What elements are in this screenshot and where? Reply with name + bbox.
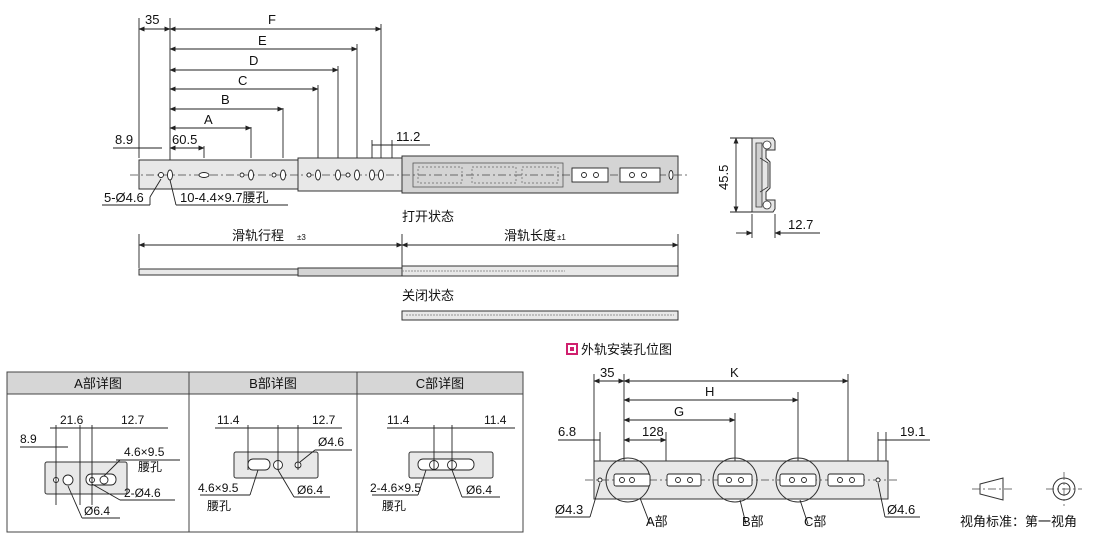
mount-hole <box>271 172 277 178</box>
detail-b-12-7: 12.7 <box>312 413 336 427</box>
outer-rail-cutouts <box>417 166 674 184</box>
title-marker-icon <box>566 343 578 355</box>
mount-slot <box>354 169 360 181</box>
detail-c: 11.4 11.4 2-4.6×9.5 腰孔 Ø6.4 <box>370 413 515 513</box>
detail-b: 11.4 12.7 Ø4.6 4.6×9.5 腰孔 Ø6.4 <box>198 413 352 513</box>
mount-slot <box>369 169 375 181</box>
mount-slot <box>280 169 286 181</box>
detail-a-hole64: Ø6.4 <box>84 504 110 518</box>
mount-slot <box>198 172 210 178</box>
detail-a-8-9: 8.9 <box>20 432 37 446</box>
detail-c-11-4-right: 11.4 <box>484 413 507 427</box>
mount-slot <box>335 169 341 181</box>
dim-d: D <box>249 53 258 68</box>
length-tolerance: ±1 <box>557 233 566 242</box>
slide-open-state <box>130 155 688 194</box>
outer-callout-b: B部 <box>742 514 764 529</box>
outer-callout-a: A部 <box>646 514 668 529</box>
slide-side-closed <box>401 310 679 321</box>
mount-hole <box>158 172 164 178</box>
open-state-label: 打开状态 <box>402 209 454 224</box>
detail-b-slot-word: 腰孔 <box>207 499 231 513</box>
detail-a-holes: 2-Ø4.6 <box>124 486 161 500</box>
dim-e: E <box>258 33 267 48</box>
detail-b-slot: 4.6×9.5 <box>198 481 239 495</box>
mount-slot <box>167 169 173 181</box>
outer-dim-19-1: 19.1 <box>900 424 925 439</box>
dim-b: B <box>221 92 230 107</box>
mount-hole <box>239 172 245 178</box>
section-height: 45.5 <box>716 165 731 190</box>
mount-hole <box>306 172 312 178</box>
detail-c-slot: 2-4.6×9.5 <box>370 481 421 495</box>
detail-c-hole64: Ø6.4 <box>466 483 492 497</box>
concentric-circles-icon <box>1046 472 1082 506</box>
travel-length-dims <box>138 234 679 268</box>
outer-rail-title: 外轨安装孔位图 <box>581 342 672 357</box>
detail-a-slot-word: 腰孔 <box>138 460 162 474</box>
dim-60-5: 60.5 <box>172 132 197 147</box>
top-view: 35 F E D C B A 8.9 60.5 11.2 <box>102 12 688 321</box>
detail-b-11-4: 11.4 <box>217 413 240 427</box>
dim-35: 35 <box>145 12 159 27</box>
outer-dim-6-8: 6.8 <box>558 424 576 439</box>
detail-b-title: B部详图 <box>249 376 297 391</box>
mount-slot <box>315 169 321 181</box>
section-view: 45.5 12.7 <box>716 137 820 238</box>
mount-slot <box>378 169 384 181</box>
dimension-lines <box>113 26 430 151</box>
detail-table: A部详图 B部详图 C部详图 <box>6 371 524 533</box>
detail-a-title: A部详图 <box>74 376 122 391</box>
mount-hole <box>345 172 351 178</box>
mount-slot <box>248 169 254 181</box>
detail-b-hole46: Ø4.6 <box>318 435 344 449</box>
dim-a: A <box>204 112 213 127</box>
holes-callout: 5-Ø4.6 <box>104 190 144 205</box>
detail-c-slot-word: 腰孔 <box>382 499 406 513</box>
detail-a: 21.6 12.7 8.9 4.6×9.5 腰孔 2-Ø4.6 Ø6.4 <box>20 413 180 519</box>
detail-c-11-4-left: 11.4 <box>387 413 410 427</box>
closed-state-label: 关闭状态 <box>402 288 454 303</box>
detail-a-21-6: 21.6 <box>60 413 84 427</box>
projection-label: 视角标准：第一视角 <box>960 514 1077 529</box>
outer-callout-c: C部 <box>804 514 826 529</box>
top-dimension-labels: 35 F E D C B A 8.9 60.5 11.2 <box>115 12 420 147</box>
outer-rail-holes <box>597 457 881 503</box>
extension-lines <box>138 18 393 180</box>
outer-left-hole: Ø4.3 <box>555 502 583 517</box>
length-label: 滑轨长度 <box>504 228 556 243</box>
detail-c-title: C部详图 <box>416 376 464 391</box>
travel-label: 滑轨行程 <box>232 228 284 243</box>
outer-dim-k: K <box>730 365 739 380</box>
outer-dim-35: 35 <box>600 365 614 380</box>
top-callout-leaders <box>102 178 288 206</box>
outer-dim-g: G <box>674 404 684 419</box>
detail-a-slot: 4.6×9.5 <box>124 445 165 459</box>
outer-right-hole: Ø4.6 <box>887 502 915 517</box>
dim-c: C <box>238 73 247 88</box>
travel-tolerance: ±3 <box>297 233 306 242</box>
title-marker-dot <box>570 347 574 351</box>
outer-dim-h: H <box>705 384 714 399</box>
outer-rail-layout: 外轨安装孔位图 35 K H G 128 6.8 19.1 <box>555 342 930 529</box>
outer-dim-128: 128 <box>642 424 664 439</box>
dim-8-9: 8.9 <box>115 132 133 147</box>
section-width: 12.7 <box>788 217 813 232</box>
dim-11-2: 11.2 <box>396 129 420 144</box>
truncated-cone-icon <box>972 477 1012 501</box>
slide-side-open <box>138 265 679 277</box>
projection-symbol: 视角标准：第一视角 <box>960 472 1082 529</box>
slots-callout: 10-4.4×9.7腰孔 <box>180 190 269 205</box>
detail-b-hole64: Ø6.4 <box>297 483 323 497</box>
dim-f: F <box>268 12 276 27</box>
detail-a-12-7: 12.7 <box>121 413 145 427</box>
